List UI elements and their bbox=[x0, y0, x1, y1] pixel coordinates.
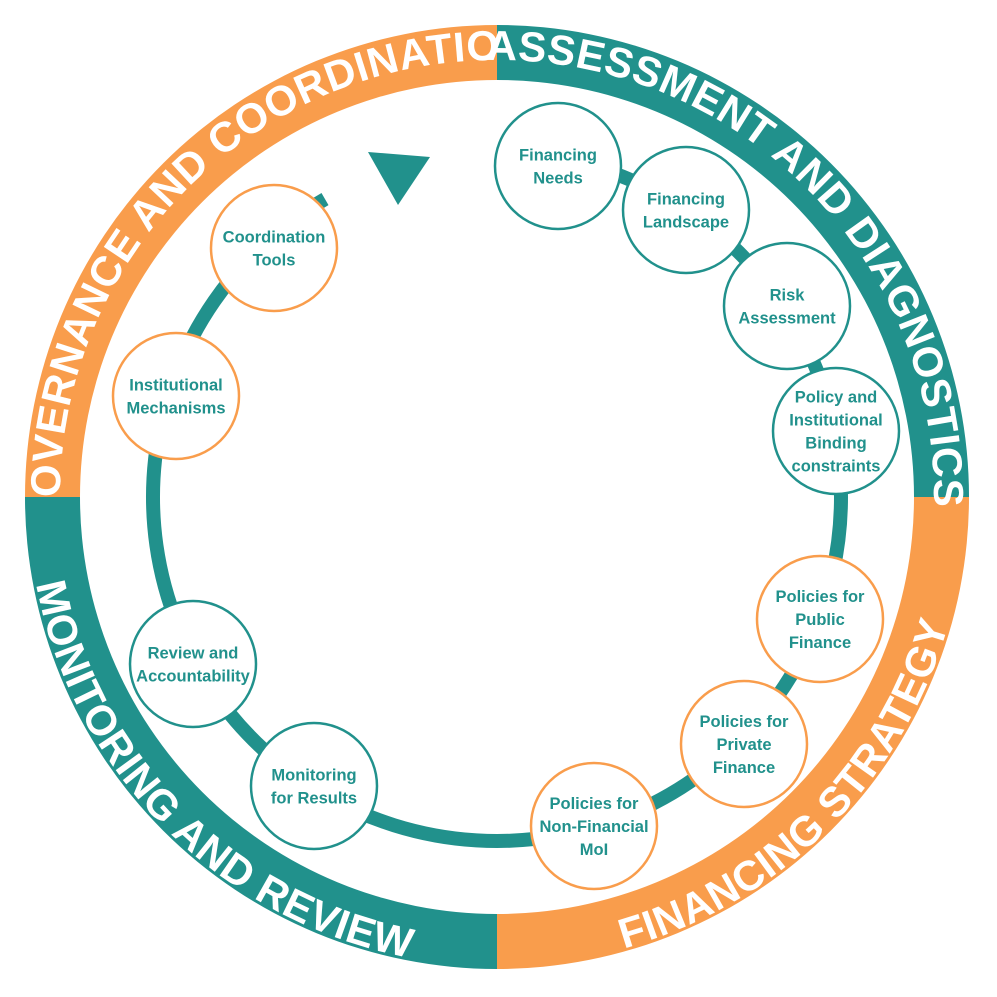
step-node-label: Risk bbox=[770, 287, 806, 305]
step-node-label: Mechanisms bbox=[126, 400, 225, 418]
step-node-label: Needs bbox=[533, 170, 583, 188]
step-node-label: Public bbox=[795, 611, 845, 629]
step-node-circle bbox=[722, 241, 852, 371]
step-node-label: Policies for bbox=[776, 588, 866, 606]
ring-segment-monitoring bbox=[25, 497, 497, 969]
step-node-circle bbox=[621, 145, 751, 275]
step-node-label: Review and bbox=[148, 645, 239, 663]
step-node-label: Tools bbox=[253, 252, 296, 270]
step-node-label: Finance bbox=[713, 759, 775, 777]
step-node-label: for Results bbox=[271, 790, 357, 808]
step-node-label: Binding bbox=[805, 435, 866, 453]
step-node: Monitoring for Results bbox=[249, 721, 379, 851]
step-node-label: Monitoring bbox=[271, 767, 356, 785]
step-node-label: Policies for bbox=[550, 795, 640, 813]
step-node-circle bbox=[111, 331, 241, 461]
step-node-label: Non-Financial bbox=[539, 818, 648, 836]
step-nodes: FinancingNeedsFinancingLandscapeRiskAsse… bbox=[111, 101, 901, 891]
step-node-label: Policy and bbox=[795, 389, 878, 407]
step-node-label: MoI bbox=[580, 841, 608, 859]
step-node-label: Institutional bbox=[789, 412, 883, 430]
step-node-label: Coordination bbox=[223, 229, 326, 247]
step-node-label: Finance bbox=[789, 634, 851, 652]
step-node-circle bbox=[493, 101, 623, 231]
step-node-circle bbox=[679, 679, 809, 809]
ring-segment-assessment bbox=[497, 25, 969, 497]
step-node-circle bbox=[249, 721, 379, 851]
step-node-circle bbox=[128, 599, 258, 729]
step-node-circle bbox=[771, 366, 901, 496]
step-node-label: Financing bbox=[647, 191, 725, 209]
step-node-label: Financing bbox=[519, 147, 597, 165]
step-node-circle bbox=[755, 554, 885, 684]
step-node-label: Assessment bbox=[738, 310, 836, 328]
step-node-label: Institutional bbox=[129, 377, 223, 395]
step-node-label: Accountability bbox=[136, 668, 251, 686]
step-node-label: Private bbox=[716, 736, 771, 754]
ring-segment-governance bbox=[25, 25, 497, 497]
step-node-circle bbox=[209, 183, 339, 313]
step-node-label: Landscape bbox=[643, 214, 729, 232]
step-node-label: Policies for bbox=[700, 713, 790, 731]
step-node-label: constraints bbox=[792, 458, 881, 476]
cycle-arrowhead bbox=[368, 152, 430, 205]
step-node-circle bbox=[529, 761, 659, 891]
ring-segment-financing-strategy bbox=[497, 497, 969, 969]
